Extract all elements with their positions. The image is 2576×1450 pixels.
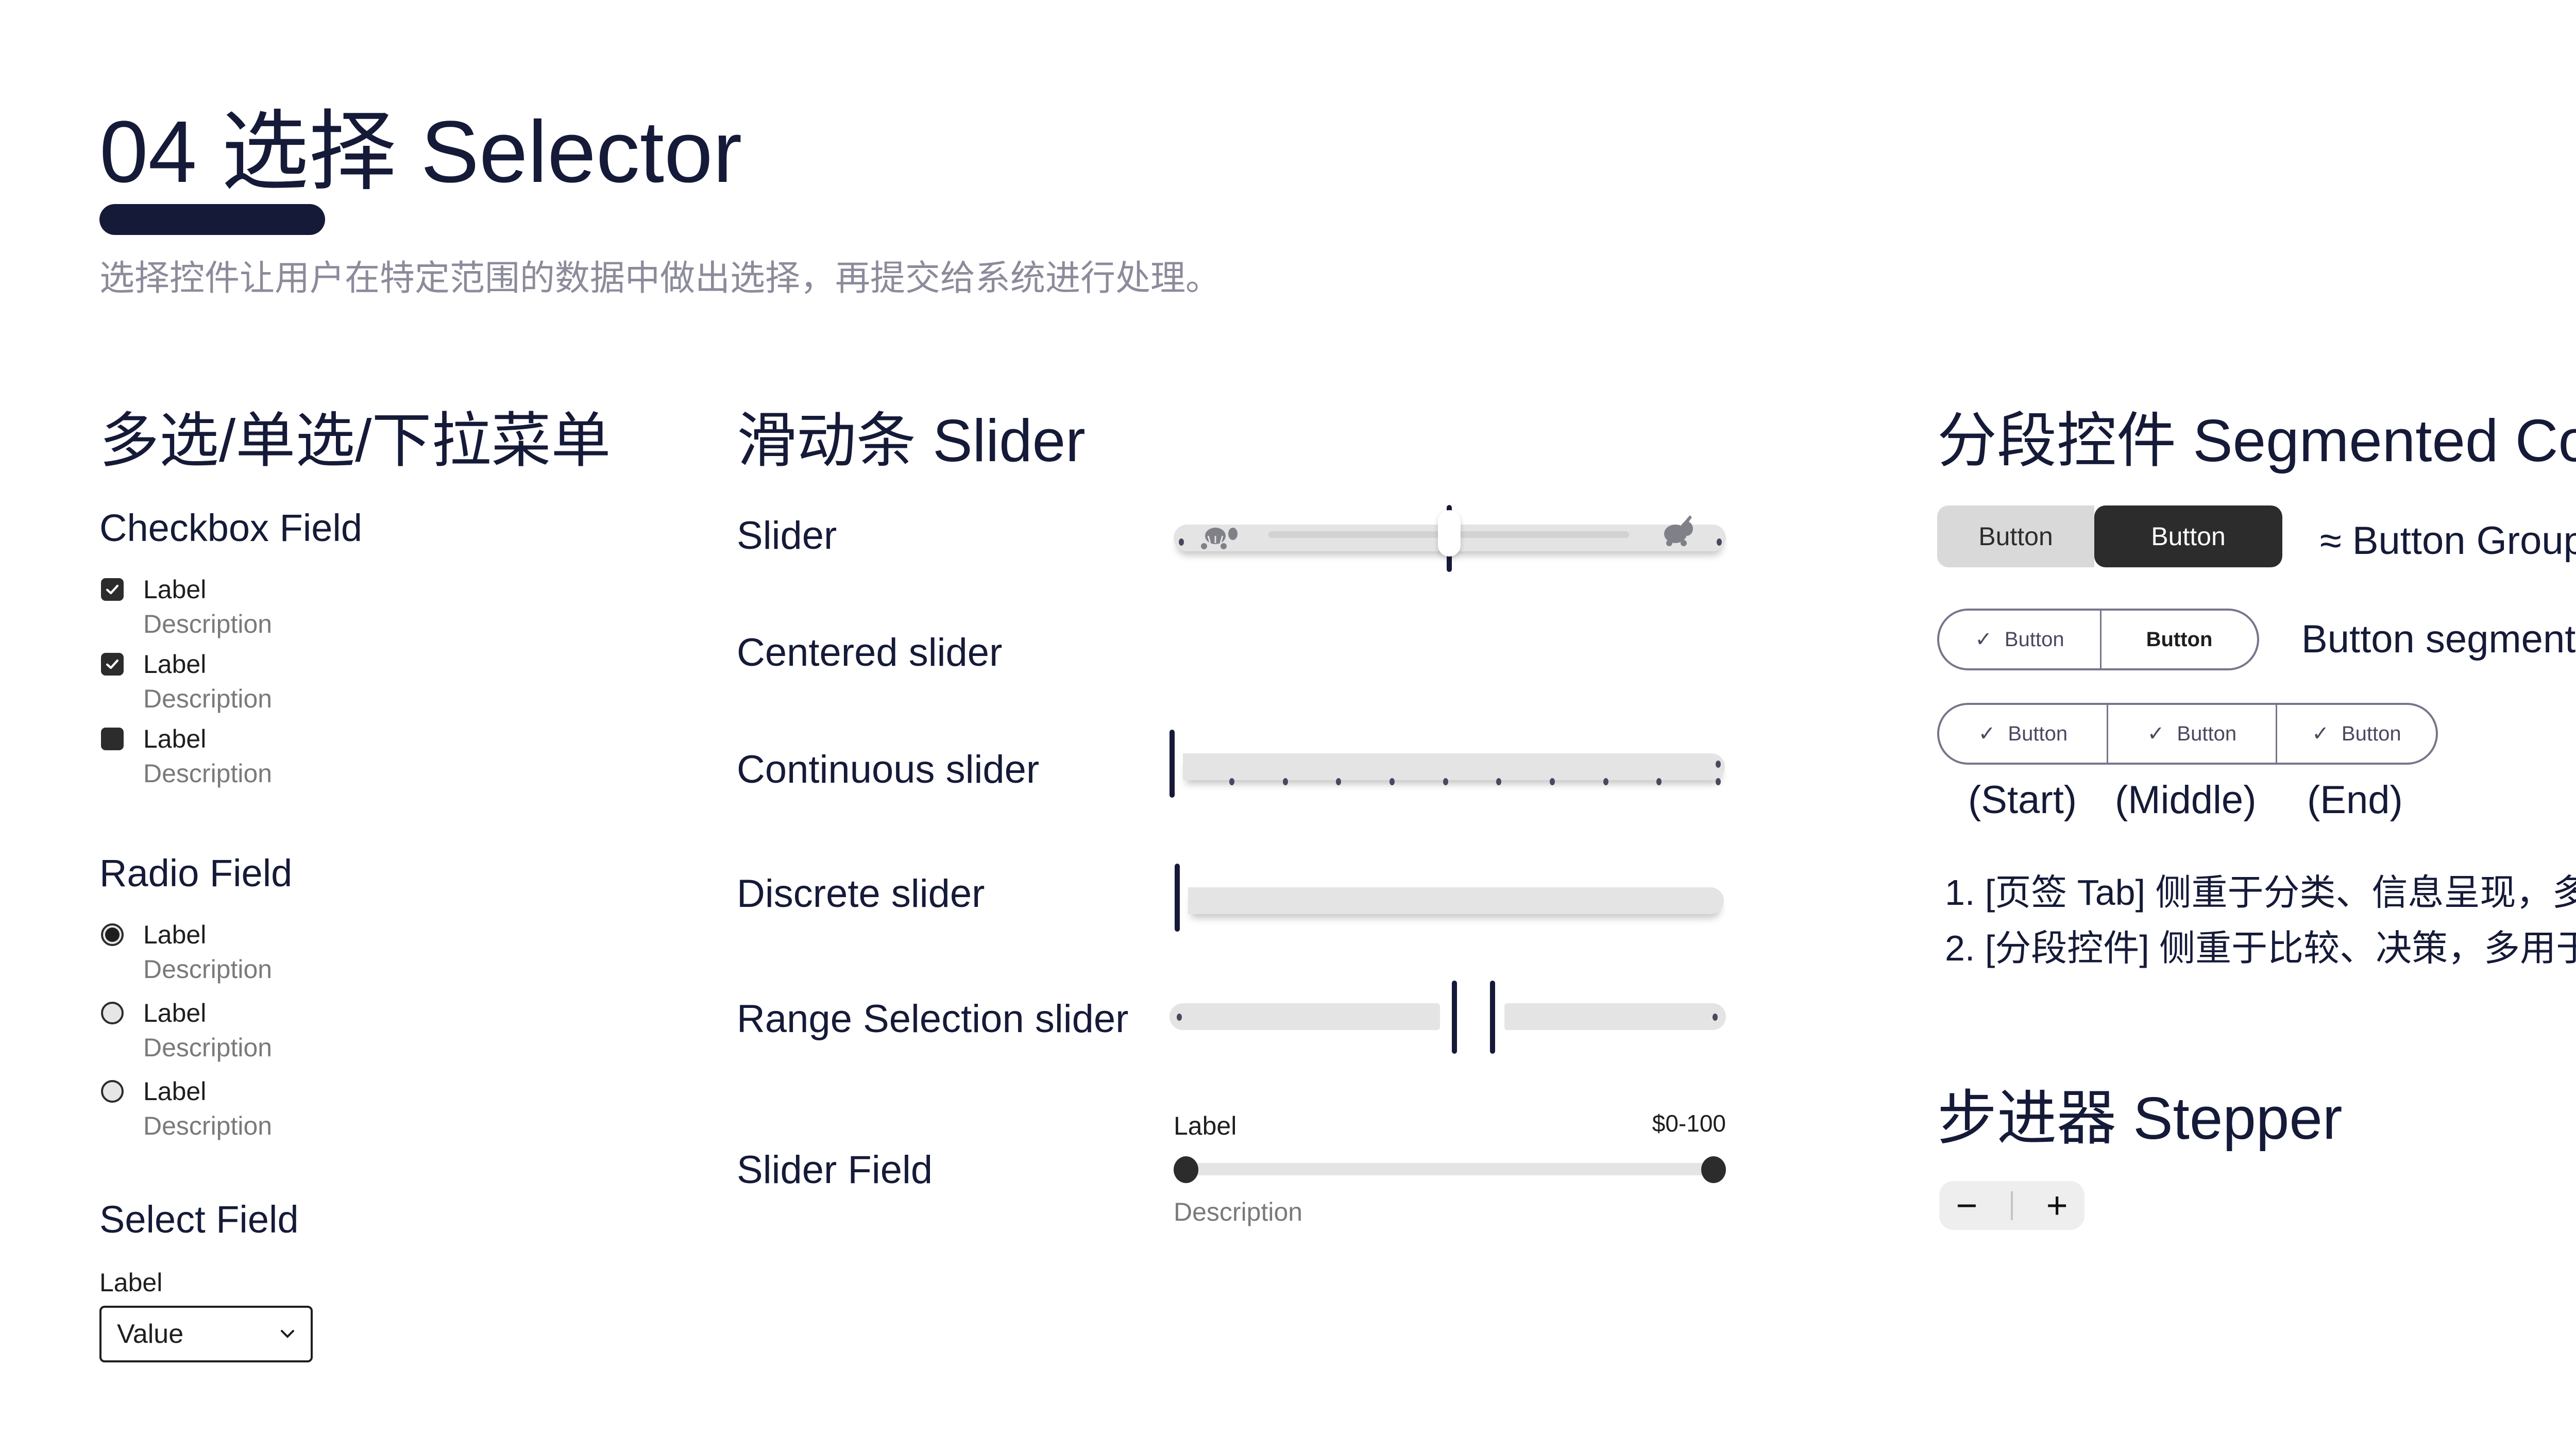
radio-dot <box>105 928 120 942</box>
slider-thumb[interactable] <box>1438 510 1461 557</box>
tick-mark <box>1713 1014 1718 1021</box>
range-slider[interactable] <box>1170 976 1726 1054</box>
checkbox-field-title: Checkbox Field <box>99 507 363 549</box>
button-group-item-active[interactable]: Button <box>2094 505 2282 567</box>
range-slider-label: Range Selection slider <box>737 997 1129 1041</box>
checkbox-label: Label <box>143 724 207 753</box>
checkbox-unchecked[interactable] <box>101 728 124 750</box>
range-handle-start[interactable] <box>1452 981 1457 1054</box>
caption-start: (Start) <box>1968 778 2077 822</box>
slider-track <box>1183 753 1725 780</box>
slider-thumb-min[interactable] <box>1174 1156 1198 1183</box>
range-track-left <box>1170 1003 1440 1030</box>
checkbox-description: Description <box>143 610 273 638</box>
note-item: 2. [分段控件] 侧重于比较、决策，多用于iOS系统 <box>1945 928 2576 968</box>
check-icon <box>106 659 119 669</box>
checkbox-description: Description <box>143 759 273 788</box>
slider-row-label: Slider <box>737 514 837 558</box>
segment-item-selected[interactable]: ✓ Button <box>1939 611 2100 668</box>
tick-mark <box>1177 1014 1182 1021</box>
slider-track <box>1184 1163 1715 1175</box>
segment-start[interactable]: ✓ Button <box>1939 705 2107 763</box>
chevron-down-icon <box>281 1330 294 1338</box>
page-subtitle: 选择控件让用户在特定范围的数据中做出选择，再提交给系统进行处理。 <box>99 259 1221 298</box>
segment-middle[interactable]: ✓ Button <box>2107 705 2276 763</box>
checkbox-checked[interactable] <box>101 653 124 676</box>
check-icon: ✓ <box>2312 722 2329 745</box>
segment-label: Button <box>2177 722 2237 745</box>
segment-end[interactable]: ✓ Button <box>2276 705 2436 763</box>
slider[interactable] <box>1174 505 1726 577</box>
slider-heading: 滑动条 Slider <box>737 407 1086 474</box>
checkbox-checked[interactable] <box>101 578 124 601</box>
plus-button[interactable]: + <box>2046 1185 2068 1226</box>
radio-unselected[interactable] <box>101 1002 124 1024</box>
caption-end: (End) <box>2307 778 2403 822</box>
tick-row <box>1170 727 1726 804</box>
segment-label: Button <box>2004 628 2064 651</box>
slider-field-description: Description <box>1174 1198 1303 1226</box>
button-group: Button Button <box>1937 505 2282 567</box>
select-dropdown[interactable]: Value <box>99 1306 313 1362</box>
minus-button[interactable]: − <box>1956 1185 1978 1226</box>
tick-mark <box>1179 538 1184 546</box>
page-title: 04 选择 Selector <box>99 103 742 201</box>
button-segment-caption: Button segment <box>2301 617 2576 661</box>
radio-label: Label <box>143 1077 207 1106</box>
segment-label: Button <box>2146 628 2213 651</box>
continuous-slider[interactable] <box>1170 727 1726 804</box>
stepper-divider <box>2010 1191 2013 1220</box>
continuous-slider-label: Continuous slider <box>737 748 1040 791</box>
slider-field-range: $0-100 <box>1652 1110 1726 1137</box>
radio-label: Label <box>143 920 207 949</box>
slider-field-label: Slider Field <box>737 1148 933 1192</box>
radio-description: Description <box>143 1111 273 1140</box>
tick-mark <box>1716 761 1721 768</box>
button-segment: ✓ Button Button <box>1937 609 2259 670</box>
three-segment-control: ✓ Button ✓ Button ✓ Button <box>1937 703 2438 765</box>
check-icon: ✓ <box>1978 722 1996 745</box>
button-group-item[interactable]: Button <box>1937 505 2094 567</box>
select-label: Label <box>99 1268 163 1297</box>
checkbox-label: Label <box>143 575 207 604</box>
segment-label: Button <box>2008 722 2068 745</box>
check-icon <box>106 584 119 595</box>
title-underline <box>99 204 325 235</box>
select-field-title: Select Field <box>99 1198 299 1241</box>
tick-mark <box>1717 538 1722 546</box>
stepper: − + <box>1939 1181 2084 1230</box>
button-group-caption: ≈ Button Group <box>2320 519 2576 563</box>
centered-slider-label: Centered slider <box>737 631 1003 675</box>
range-handle-end[interactable] <box>1490 981 1495 1054</box>
selection-heading: 多选/单选/下拉菜单 <box>99 407 611 474</box>
range-track-right <box>1504 1003 1726 1030</box>
segment-item[interactable]: Button <box>2100 611 2257 668</box>
slider-handle[interactable] <box>1170 730 1175 798</box>
radio-field-title: Radio Field <box>99 852 293 895</box>
segment-label: Button <box>2341 722 2401 745</box>
check-icon: ✓ <box>1975 628 1992 651</box>
radio-unselected[interactable] <box>101 1080 124 1103</box>
note-item: 1. [页签 Tab] 侧重于分类、信息呈现，多用于安卓系统 <box>1945 872 2576 913</box>
checkbox-description: Description <box>143 684 273 713</box>
check-icon: ✓ <box>2147 722 2165 745</box>
caption-middle: (Middle) <box>2115 778 2257 822</box>
radio-selected[interactable] <box>101 923 124 946</box>
slider-field-label-text: Label <box>1174 1111 1237 1140</box>
slider-track <box>1188 887 1724 914</box>
slider-field[interactable] <box>1174 1154 1726 1183</box>
discrete-slider[interactable] <box>1175 861 1726 938</box>
radio-label: Label <box>143 999 207 1027</box>
radio-description: Description <box>143 1033 273 1062</box>
slider-thumb-max[interactable] <box>1701 1156 1726 1183</box>
slider-handle[interactable] <box>1175 864 1180 932</box>
turtle-icon <box>1201 528 1238 549</box>
select-value: Value <box>117 1319 184 1349</box>
checkbox-label: Label <box>143 650 207 679</box>
radio-description: Description <box>143 955 273 984</box>
rabbit-icon <box>1664 515 1693 546</box>
stepper-heading: 步进器 Stepper <box>1937 1085 2343 1152</box>
discrete-slider-label: Discrete slider <box>737 872 985 916</box>
segmented-heading: 分段控件 Segmented Control <box>1937 407 2576 474</box>
